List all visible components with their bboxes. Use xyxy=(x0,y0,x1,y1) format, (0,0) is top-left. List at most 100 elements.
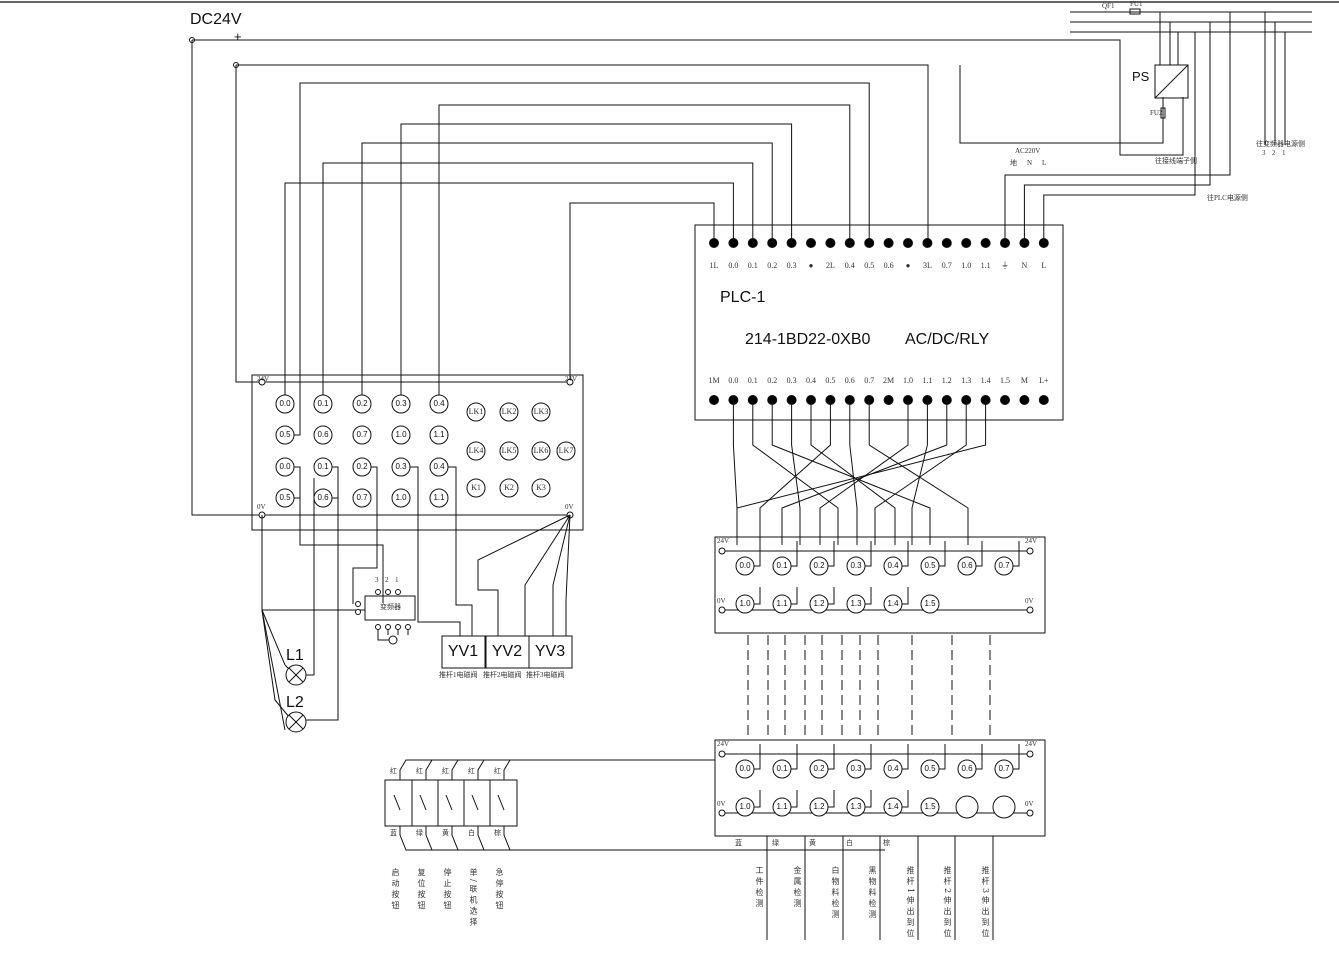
lk-label: K2 xyxy=(504,483,514,492)
sensor-color: 白 xyxy=(846,839,853,847)
sensor-label: 推杆2伸出到位 xyxy=(943,866,952,941)
lk-label: LK1 xyxy=(468,407,484,416)
plc-top-label: 1.0 xyxy=(961,261,972,270)
plc-bottom-label: 0.4 xyxy=(806,376,816,385)
label-0v: 0V xyxy=(565,503,574,511)
terminal-24v xyxy=(258,378,266,386)
terminal-label: 0.1 xyxy=(776,561,788,570)
valve-name: YV2 xyxy=(491,643,523,660)
stub xyxy=(976,541,983,567)
plc-top-label: ⏚ xyxy=(1001,261,1009,270)
wire-input xyxy=(322,162,754,395)
stub xyxy=(791,790,798,808)
terminal-circle xyxy=(429,488,449,508)
button-panel xyxy=(384,779,518,827)
plc-top-label: 0.4 xyxy=(844,261,855,270)
plc-output-wire xyxy=(874,400,967,545)
sensor-label: 推杆3伸出到位 xyxy=(981,866,990,941)
plc-bottom-label: 0.1 xyxy=(747,376,758,385)
ps-diagonal xyxy=(1154,64,1189,99)
button-top-color: 红 xyxy=(390,767,397,775)
wire-0v-ps xyxy=(192,39,1184,156)
button-wire-bottom xyxy=(477,826,728,851)
plc-bottom-label: 1.2 xyxy=(941,376,952,385)
plc-top-terminal xyxy=(980,238,991,248)
terminal-label: 1.3 xyxy=(850,802,862,811)
lk-circle xyxy=(531,402,551,422)
wire-input-05 xyxy=(294,82,870,436)
terminal-label: 0.0 xyxy=(739,561,751,570)
terminal-circle xyxy=(391,488,411,508)
inverter-feed-term: 1 xyxy=(1282,149,1286,157)
terminal-label: 0.1 xyxy=(317,462,329,471)
label-24v: 24V xyxy=(1025,537,1038,545)
board2-terminal xyxy=(714,536,1046,634)
terminal-label: 0.5 xyxy=(924,764,936,773)
plc-bottom-terminal xyxy=(709,395,719,405)
terminal-label: 0.3 xyxy=(850,561,862,570)
supply-title: DC24V xyxy=(190,11,242,28)
wire-q05 xyxy=(294,497,301,545)
terminal-label: 1.0 xyxy=(395,493,407,502)
terminal-0v xyxy=(1026,809,1034,817)
plc-output-wire xyxy=(791,400,801,545)
plc-bottom-label: 1.4 xyxy=(980,376,991,385)
qf-label: QF1 xyxy=(1102,2,1115,10)
inverter-terminal xyxy=(375,624,381,630)
stub xyxy=(1013,744,1020,770)
button-bottom-color: 白 xyxy=(468,829,475,837)
lk-label: K3 xyxy=(536,483,546,492)
terminal-circle xyxy=(352,425,372,445)
lk-label: K1 xyxy=(471,483,481,492)
to-inverter-label: 往变频器电源侧 xyxy=(1256,140,1305,148)
motor-wire xyxy=(377,635,389,641)
terminal-0v xyxy=(718,809,726,817)
wire-yv2b xyxy=(524,514,571,636)
plc-output-wire xyxy=(911,400,928,545)
wire-yv1b xyxy=(448,466,473,636)
lk-label: LK3 xyxy=(533,407,549,416)
wire-n xyxy=(1023,22,1211,243)
plc-bottom-label: 1M xyxy=(708,376,720,385)
terminal-label: 0.2 xyxy=(813,561,825,570)
sensor-label: 金属检测 xyxy=(793,866,802,910)
button-top-color: 红 xyxy=(494,767,501,775)
sensor-color: 绿 xyxy=(772,839,779,847)
terminal-circle xyxy=(391,425,411,445)
button-bottom-color: 蓝 xyxy=(390,829,397,837)
inverter-terminal xyxy=(405,624,411,630)
switch-contact xyxy=(471,794,479,811)
stub xyxy=(976,744,983,770)
lk-label: LK6 xyxy=(533,446,549,455)
wire-yv2 xyxy=(477,514,571,636)
plc-bottom-label: 0.7 xyxy=(864,376,875,385)
wire-input xyxy=(284,182,734,395)
ac-term: L xyxy=(1042,159,1047,167)
button-label: 停止按钮 xyxy=(443,868,452,912)
sensor-label: 黑物料检测 xyxy=(868,866,877,921)
terminal-circle xyxy=(429,425,449,445)
terminal-24v xyxy=(718,750,726,758)
terminal-label: 1.4 xyxy=(887,599,899,608)
wire-l xyxy=(1043,32,1196,243)
plc-bottom-label: 0.6 xyxy=(844,376,855,385)
inverter-feed-term: 3 xyxy=(1262,149,1266,157)
fuse-fu2 xyxy=(1160,107,1166,119)
switch-contact xyxy=(393,794,401,811)
switch-contact xyxy=(445,794,453,811)
wire-input xyxy=(361,142,773,395)
button-top-color: 红 xyxy=(442,767,449,775)
terminal-circle xyxy=(313,394,333,414)
lk-label: LK7 xyxy=(558,446,574,455)
lamp-label: L2 xyxy=(286,694,304,711)
lk-circle xyxy=(499,441,519,461)
terminal-label: 0.5 xyxy=(924,561,936,570)
plc-model: 214-1BD22-0XB0 xyxy=(745,331,871,348)
label-24v: 24V xyxy=(257,375,270,383)
stub xyxy=(791,541,798,567)
plc-bottom-label: M xyxy=(1020,376,1028,385)
valve-name: YV1 xyxy=(447,643,479,660)
plc-output-wire xyxy=(732,400,738,545)
terminal-label: 1.0 xyxy=(395,430,407,439)
wire-inverter xyxy=(352,466,378,604)
